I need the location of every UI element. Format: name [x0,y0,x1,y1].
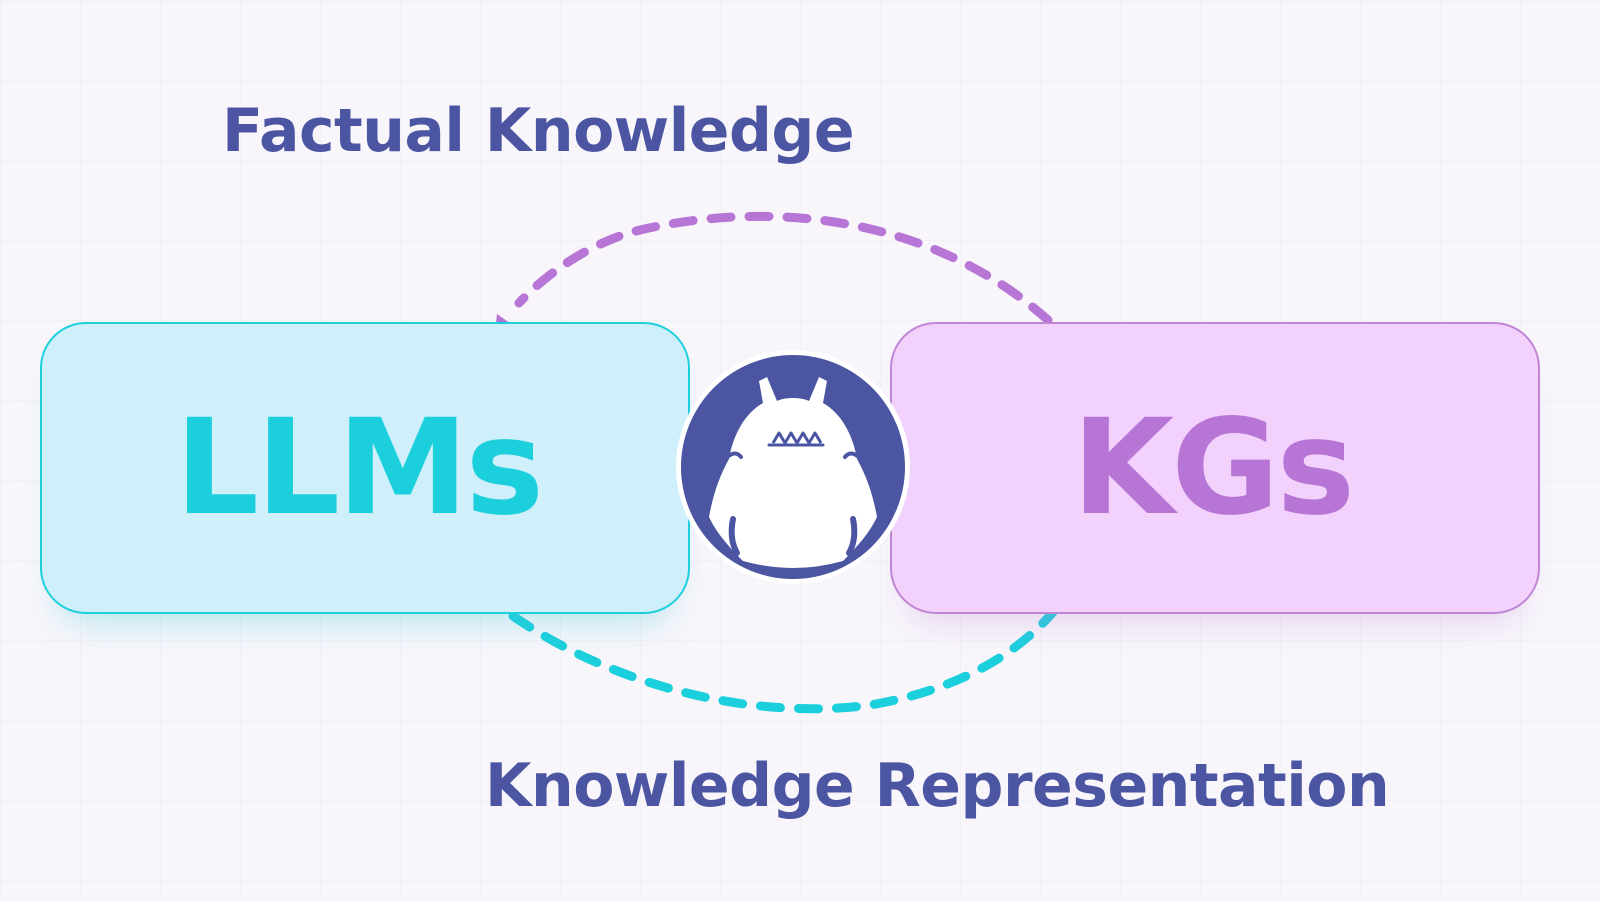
llms-node: LLMs [40,322,690,614]
factual-knowledge-label: Factual Knowledge [222,96,855,166]
knowledge-representation-label: Knowledge Representation [485,751,1390,821]
llms-node-label: LLMs [174,391,544,545]
kgs-node-label: KGs [1071,391,1355,545]
monster-mascot-icon [676,350,910,584]
knowledge-representation-arrow [508,585,1075,714]
kgs-node: KGs [890,322,1540,614]
factual-knowledge-arrow [514,211,1053,325]
